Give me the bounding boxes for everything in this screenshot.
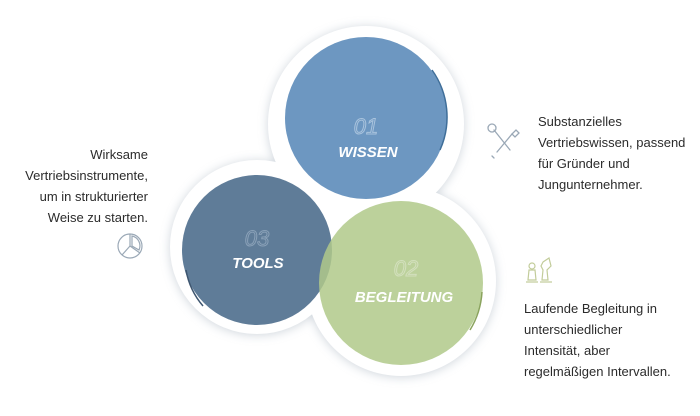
circle-tools[interactable] <box>182 175 332 325</box>
circle-label-begleitung: BEGLEITUNG <box>355 289 454 306</box>
circle-wissen[interactable] <box>285 37 447 199</box>
accent-arc-tools <box>185 269 204 307</box>
circle-label-tools: TOOLS <box>232 255 283 272</box>
description-begleitung: Laufende Begleitung in unterschiedlicher… <box>524 301 671 379</box>
accent-arc-begleitung <box>469 291 483 331</box>
chess-pieces-icon <box>526 257 552 283</box>
circle-begleitung[interactable] <box>319 201 483 365</box>
circle-number-wissen: 01 <box>354 114 378 139</box>
circle-number-tools: 03 <box>245 226 270 251</box>
accent-arc-wissen <box>431 69 448 151</box>
circle-number-begleitung: 02 <box>394 256 418 281</box>
description-wissen: Substanzielles Vertriebswissen, passend … <box>538 114 686 192</box>
wrench-screwdriver-icon <box>487 123 520 159</box>
pie-chart-icon <box>117 233 143 259</box>
circle-label-wissen: WISSEN <box>338 144 398 161</box>
description-tools: Wirksame Vertriebsinstrumente, um in str… <box>25 147 148 225</box>
